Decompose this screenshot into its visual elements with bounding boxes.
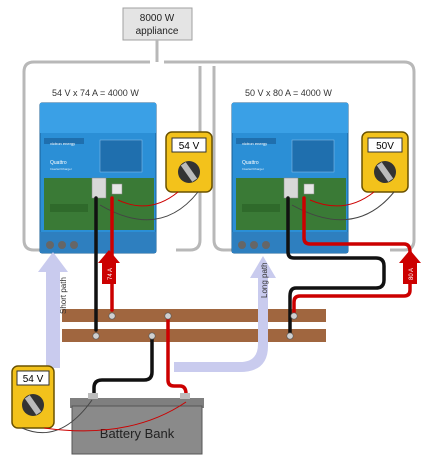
multimeter-right-reading: 50V [376, 141, 394, 152]
long-path-arrow: Long path [174, 256, 276, 372]
inverter-right: victron energy Quattro Inverter/Charger [231, 102, 349, 254]
current-arrow-right-label: 80 A [409, 268, 415, 280]
multimeter-left-inverter: 54 V [165, 131, 213, 193]
appliance-label-line2: appliance [136, 26, 179, 37]
inverter-right-power-label: 50 V x 80 A = 4000 W [245, 88, 332, 98]
battery-bank: Battery Bank [70, 393, 204, 455]
multimeter-battery: 54 V [11, 365, 55, 429]
ac-wiring [22, 40, 416, 252]
appliance-box: 8000 W appliance [122, 7, 193, 41]
inverter-left-brand: victron energy [50, 141, 75, 146]
multimeter-left-reading: 54 V [179, 141, 200, 152]
battery-bank-label: Battery Bank [100, 426, 175, 441]
inverter-right-model: Quattro [242, 160, 259, 166]
inverter-right-sub: Inverter/Charger [242, 167, 264, 171]
current-arrow-left: 74 A [98, 250, 120, 284]
current-arrow-left-label: 74 A [108, 268, 114, 280]
inverter-left-power-label: 54 V x 74 A = 4000 W [52, 88, 139, 98]
inverter-left: victron energy Quattro Inverter/Charger [39, 102, 157, 254]
multimeter-right-inverter: 50V [361, 131, 409, 193]
short-path-arrow: Short path [38, 252, 68, 368]
battery-probe-wires [21, 399, 187, 434]
current-arrow-right: 80 A [399, 250, 421, 284]
inverter-left-sub: Inverter/Charger [50, 167, 72, 171]
inverter-left-model: Quattro [50, 160, 67, 166]
inverter-right-brand: victron energy [242, 141, 267, 146]
busbar-bolts [92, 312, 298, 340]
appliance-label-line1: 8000 W [140, 13, 175, 24]
long-path-label: Long path [260, 262, 269, 298]
multimeter-battery-reading: 54 V [23, 374, 44, 385]
short-path-label: Short path [59, 277, 68, 314]
busbars [62, 309, 326, 342]
